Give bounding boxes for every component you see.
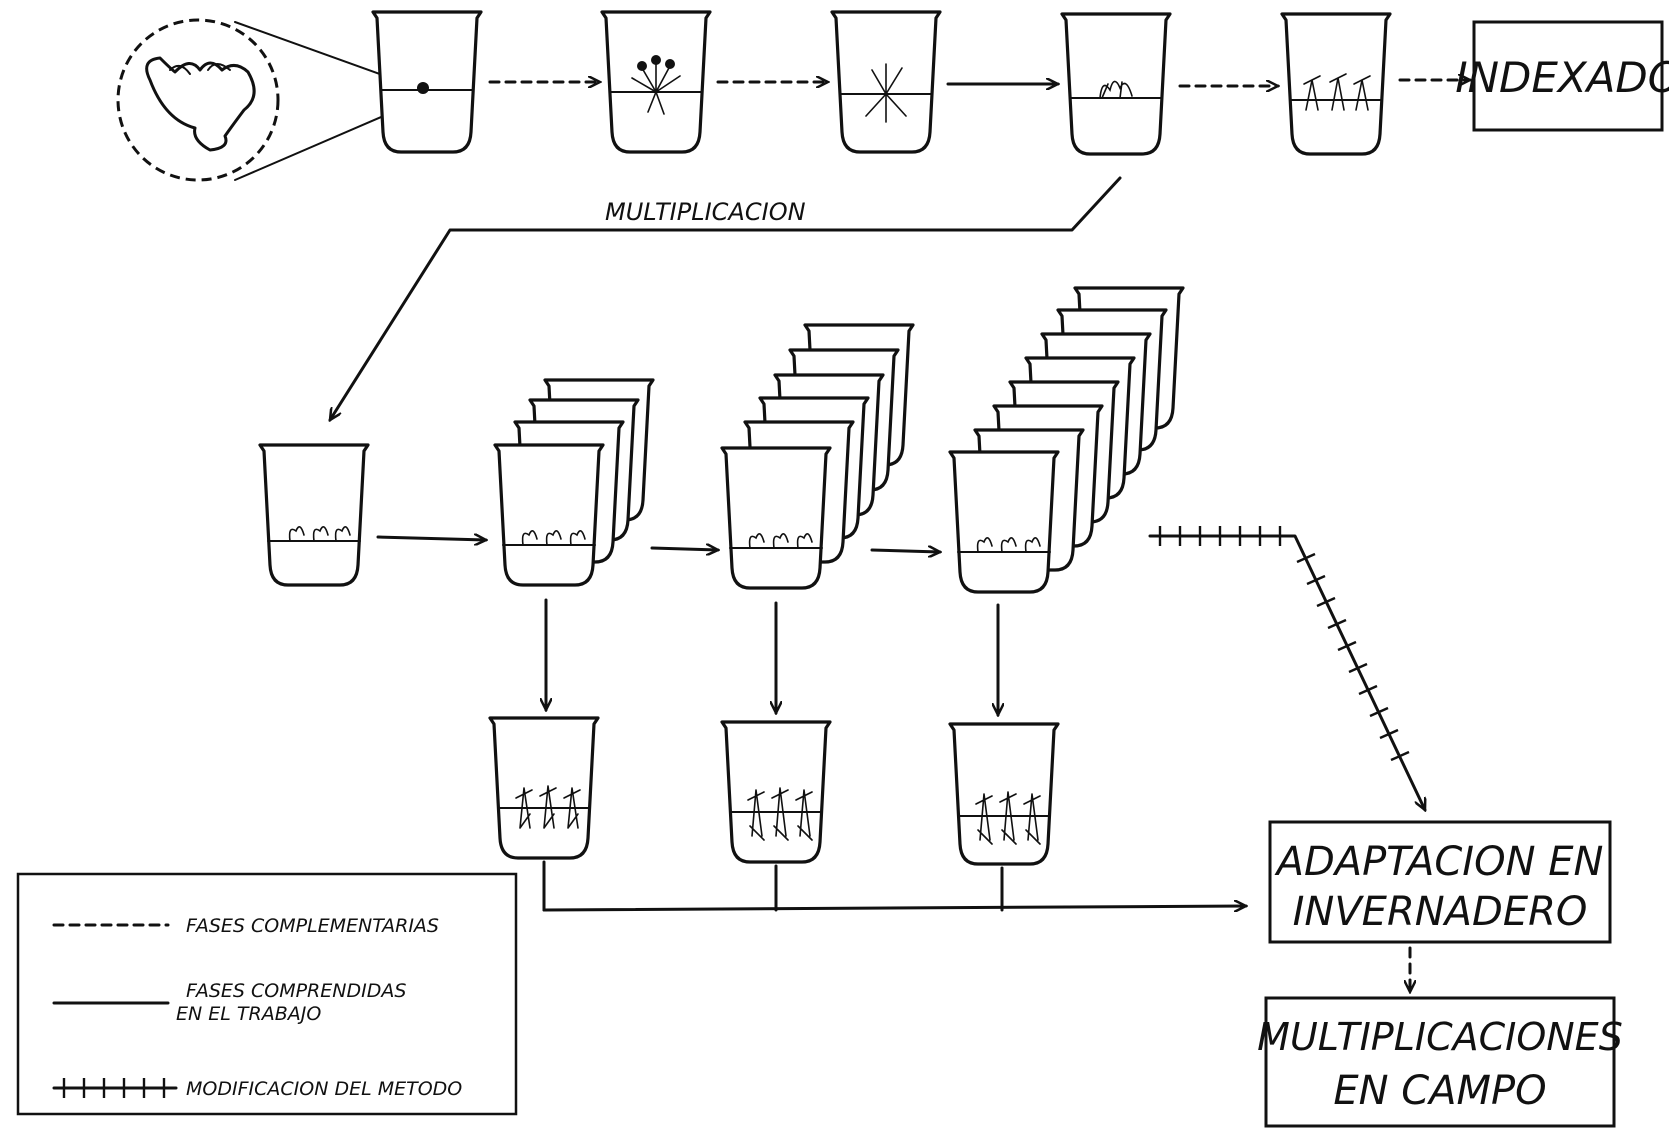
beaker-callus <box>1062 14 1170 154</box>
arrow-sub-3-4 <box>872 550 940 552</box>
multiplicacion-label: MULTIPLICACION <box>605 198 806 226</box>
multiplicaciones-label-line2: EN CAMPO <box>1333 1068 1546 1114</box>
beaker-shoot-development <box>602 12 710 152</box>
beaker-stack-4 <box>950 288 1183 592</box>
arrow-sub-2-3 <box>652 548 718 550</box>
legend-complementarias: FASES COMPLEMENTARIAS <box>186 915 439 937</box>
adaptacion-box: ADAPTACION EN INVERNADERO <box>1270 822 1610 942</box>
multiplicaciones-label-line1: MULTIPLICACIONES <box>1257 1015 1623 1059</box>
modification-path <box>1150 526 1425 810</box>
legend-comprendidas-line2: EN EL TRABAJO <box>176 1003 321 1025</box>
zoom-line-bottom <box>235 108 402 180</box>
beaker-plantlets <box>1282 14 1390 154</box>
legend-modificacion: MODIFICACION DEL METODO <box>186 1078 462 1100</box>
beaker-rooted-2 <box>722 722 830 862</box>
beaker-rooting <box>832 12 940 152</box>
beaker-rooted-1 <box>490 718 598 858</box>
explant-magnified-circle <box>118 20 278 180</box>
adaptacion-label-line2: INVERNADERO <box>1293 889 1588 935</box>
legend-comprendidas-line1: FASES COMPRENDIDAS <box>186 980 406 1002</box>
beaker-subculture-1 <box>260 445 368 585</box>
legend: FASES COMPLEMENTARIAS FASES COMPRENDIDAS… <box>18 874 516 1114</box>
beaker-stack-3 <box>722 325 913 588</box>
collector-line <box>544 862 1246 910</box>
arrow-sub-1-2 <box>378 537 486 540</box>
indexado-box: INDEXADO <box>1455 22 1669 130</box>
multiplicaciones-box: MULTIPLICACIONES EN CAMPO <box>1257 998 1623 1126</box>
beaker-stack-2 <box>495 380 653 585</box>
indexado-label: INDEXADO <box>1455 53 1669 102</box>
beaker-rooted-3 <box>950 724 1058 864</box>
beaker-explant <box>373 12 481 152</box>
adaptacion-label-line1: ADAPTACION EN <box>1274 839 1604 885</box>
